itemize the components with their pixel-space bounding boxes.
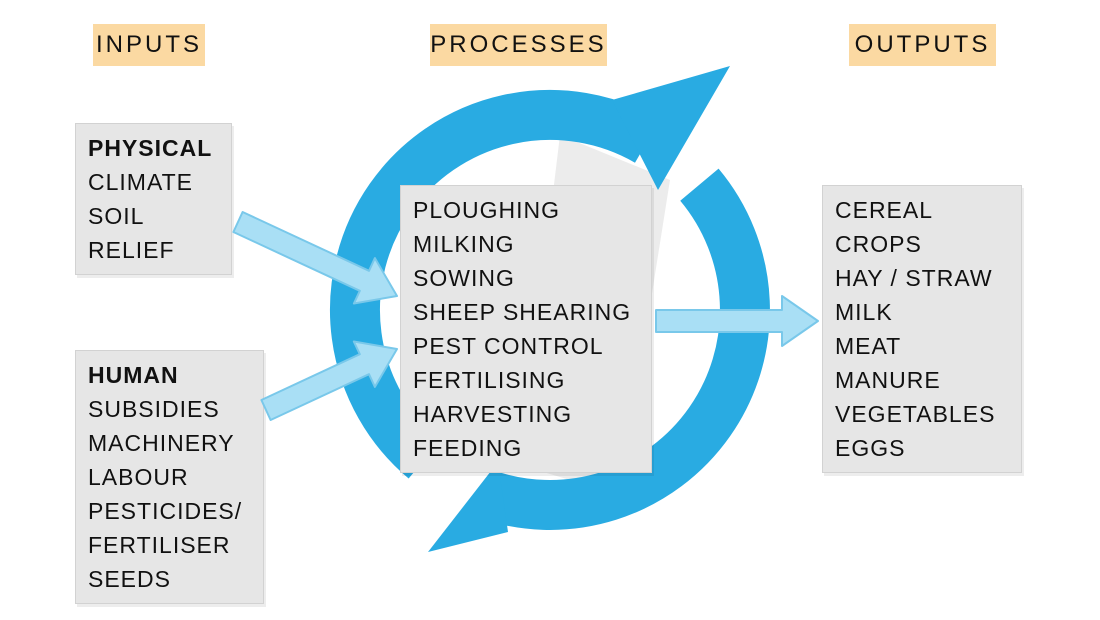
- process-item: MILKING: [413, 231, 515, 257]
- outputs-header-label: OUTPUTS: [854, 31, 991, 58]
- processes-header: PROCESSES: [430, 24, 607, 66]
- output-item: HAY / STRAW: [835, 265, 993, 291]
- cycle-bottom-arrowhead-icon: [428, 462, 508, 552]
- output-item: MILK: [835, 299, 893, 325]
- process-item: FERTILISING: [413, 367, 566, 393]
- cycle-top-arrowhead-icon: [612, 66, 730, 190]
- human-input-item: PESTICIDES/: [88, 498, 243, 524]
- physical-to-process-arrow-icon: [232, 211, 398, 305]
- inputs-header: INPUTS: [93, 24, 205, 66]
- human-inputs-box: HUMAN SUBSIDIES MACHINERY LABOUR PESTICI…: [75, 350, 264, 604]
- process-item: SHEEP SHEARING: [413, 299, 632, 325]
- physical-inputs-box: PHYSICAL CLIMATE SOIL RELIEF: [75, 123, 232, 275]
- human-input-item: SUBSIDIES: [88, 396, 220, 422]
- output-item: CEREAL: [835, 197, 934, 223]
- processes-box: PLOUGHING MILKING SOWING SHEEP SHEARING …: [400, 185, 652, 473]
- human-inputs-title: HUMAN: [88, 362, 179, 388]
- inputs-header-label: INPUTS: [95, 31, 202, 58]
- output-item: CROPS: [835, 231, 922, 257]
- human-input-item: LABOUR: [88, 464, 189, 490]
- process-to-output-arrow-icon: [655, 295, 819, 347]
- output-item: EGGS: [835, 435, 906, 461]
- physical-input-item: RELIEF: [88, 237, 175, 263]
- physical-input-item: SOIL: [88, 203, 145, 229]
- process-item: PLOUGHING: [413, 197, 561, 223]
- processes-header-label: PROCESSES: [430, 31, 607, 58]
- output-item: VEGETABLES: [835, 401, 996, 427]
- physical-input-item: CLIMATE: [88, 169, 193, 195]
- process-item: PEST CONTROL: [413, 333, 604, 359]
- outputs-header: OUTPUTS: [849, 24, 996, 66]
- output-item: MEAT: [835, 333, 902, 359]
- human-input-item: MACHINERY: [88, 430, 235, 456]
- human-input-item: FERTILISER: [88, 532, 231, 558]
- process-item: FEEDING: [413, 435, 523, 461]
- human-input-item: SEEDS: [88, 566, 171, 592]
- outputs-box: CEREAL CROPS HAY / STRAW MILK MEAT MANUR…: [822, 185, 1022, 473]
- human-to-process-arrow-icon: [260, 340, 398, 421]
- physical-inputs-title: PHYSICAL: [88, 135, 213, 161]
- process-item: HARVESTING: [413, 401, 573, 427]
- process-item: SOWING: [413, 265, 515, 291]
- output-item: MANURE: [835, 367, 941, 393]
